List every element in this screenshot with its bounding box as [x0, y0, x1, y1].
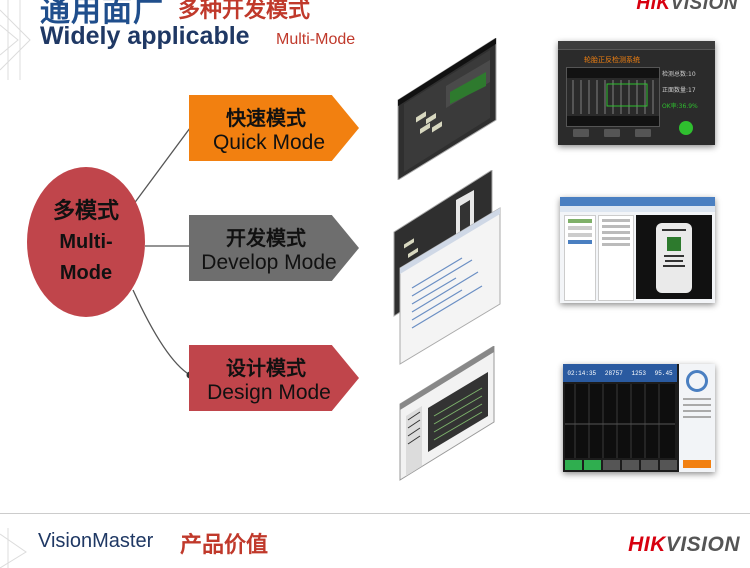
- toolbar-button[interactable]: [584, 460, 601, 470]
- label-image: [656, 223, 692, 293]
- develop-mode-label-en: Develop Mode: [201, 250, 337, 274]
- page-title-cn: 通用面广: [40, 0, 164, 29]
- design-mode-label-cn: 设计模式: [226, 355, 306, 380]
- hub-label-en-1: Multi-: [59, 230, 113, 253]
- refresh-button[interactable]: [603, 129, 620, 137]
- status-readouts: 02:14:35 28757 1253 95.45: [563, 364, 677, 382]
- readout-ng: 1253: [631, 369, 646, 377]
- footer-subtitle: 产品价值: [180, 533, 269, 558]
- stop-button[interactable]: [634, 129, 651, 137]
- stat-total: 检测总数:10: [662, 71, 696, 78]
- next-slide-header: [0, 514, 750, 568]
- toolbar-button[interactable]: [603, 460, 620, 470]
- multi-mode-hub: 多模式 Multi- Mode: [27, 167, 145, 317]
- footer-product-name: VisionMaster: [38, 530, 154, 552]
- hub-label-en-2: Mode: [59, 261, 113, 284]
- toolbar-button[interactable]: [565, 460, 582, 470]
- quick-mode-label-en: Quick Mode: [212, 130, 326, 154]
- run-button[interactable]: [679, 121, 693, 135]
- stat-ok-rate: OK率:36.9%: [662, 103, 698, 110]
- hub-label-cn: 多模式: [52, 198, 119, 224]
- logo-part-vision: VISION: [670, 0, 738, 14]
- hikvision-logo: HIKVISION: [636, 0, 738, 15]
- toolbar-button[interactable]: [622, 460, 639, 470]
- start-button[interactable]: [683, 460, 711, 468]
- play-button[interactable]: [573, 129, 590, 137]
- toolbar-button[interactable]: [641, 460, 658, 470]
- logo-part-vision: VISION: [665, 533, 740, 556]
- window-titlebar: [560, 197, 715, 206]
- window-titlebar: [558, 41, 715, 50]
- control-buttons: [566, 129, 658, 139]
- slide: 通用面广 多种开发模式 Widely applicable Multi-Mode…: [0, 0, 738, 481]
- corner-decoration: [0, 528, 27, 568]
- corner-decoration: [0, 0, 31, 80]
- bottom-toolbar: [565, 460, 677, 470]
- page-subtitle-en: Multi-Mode: [276, 31, 356, 48]
- quick-mode-software-stack: [397, 38, 497, 180]
- develop-mode-software-stack: [393, 170, 501, 365]
- side-panel: [679, 364, 715, 472]
- menu-bar: [560, 206, 715, 212]
- develop-mode-arrow: 开发模式 Develop Mode: [189, 215, 359, 281]
- camera-view: [566, 67, 660, 127]
- design-mode-software-stack: [399, 346, 495, 481]
- quick-mode-label-cn: 快速模式: [226, 105, 306, 130]
- develop-mode-screenshot: [560, 197, 715, 303]
- inspection-view: [565, 384, 675, 458]
- yield-gauge: [686, 370, 708, 392]
- readout-count: 28757: [604, 369, 623, 377]
- design-mode-screenshot: 02:14:35 28757 1253 95.45: [563, 364, 715, 472]
- logo-part-hik: HIK: [636, 0, 671, 14]
- readout-rate: 95.45: [654, 369, 673, 377]
- design-mode-label-en: Design Mode: [207, 380, 331, 404]
- design-mode-arrow: 设计模式 Design Mode: [189, 345, 359, 411]
- logo-part-hik: HIK: [628, 533, 666, 556]
- inspection-image: [565, 384, 675, 458]
- quick-mode-screenshot: 轮胎正反检测系统 检测总数:10 正面数量:17 OK率:36.9%: [558, 41, 715, 145]
- property-panel: [598, 215, 634, 301]
- page-subtitle-cn: 多种开发模式: [178, 0, 311, 23]
- quick-mode-arrow: 快速模式 Quick Mode: [189, 95, 359, 161]
- slide-divider: [0, 513, 750, 514]
- hikvision-logo-footer: HIKVISION: [628, 533, 740, 557]
- toolbar-button[interactable]: [660, 460, 677, 470]
- app-title: 轮胎正反检测系统: [584, 56, 640, 64]
- tool-panel: [564, 215, 596, 301]
- image-view: [636, 215, 712, 299]
- tire-image: [567, 78, 659, 116]
- readout-time: 02:14:35: [567, 369, 597, 377]
- stat-front: 正面数量:17: [662, 87, 696, 94]
- develop-mode-label-cn: 开发模式: [226, 225, 306, 250]
- page-title-en: Widely applicable: [40, 22, 250, 50]
